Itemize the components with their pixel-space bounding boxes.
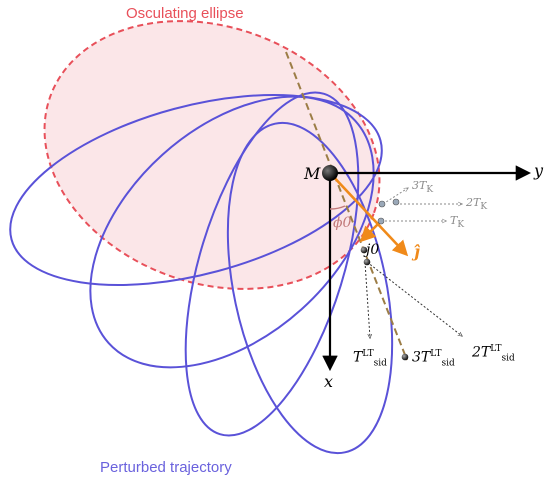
osculating-ellipse-label: Osculating ellipse [126, 5, 244, 22]
tsid3-label: 3TLTsid [412, 350, 455, 368]
kepler-point-3 [378, 200, 386, 208]
tk3-text: 3T [412, 179, 427, 192]
osculating-ellipse [43, 20, 381, 290]
perturbed-trajectory-label: Perturbed trajectory [100, 459, 232, 476]
trajectory-loop-1 [9, 93, 383, 287]
tsid2-label: 2TLTsid [472, 345, 515, 363]
tk2-label: 2TK [466, 197, 487, 212]
tsid2-text: 2T [472, 344, 491, 361]
j-hat-vector [329, 172, 409, 257]
tsid1-label: TLTsid [353, 350, 387, 368]
sidereal-point-3 [401, 353, 409, 361]
tk3-label: 3TK [412, 180, 433, 195]
central-mass [322, 165, 338, 181]
apsidal-line [285, 51, 408, 361]
tk3-pointer [382, 188, 408, 205]
tsid1-pointer [364, 261, 370, 338]
y-axis-label: y [534, 161, 544, 180]
tsid1-text: T [353, 349, 363, 366]
trajectory-loop-3 [184, 91, 360, 437]
tsid1-sub: sid [373, 358, 387, 369]
tsid1-sup: LT [362, 349, 374, 359]
tsid2-pointer [366, 261, 462, 336]
tsid2-sup: LT [490, 344, 502, 354]
mass-label: M [304, 164, 321, 183]
tsid3-sup: LT [430, 349, 442, 359]
kepler-point-1 [377, 217, 385, 225]
tk3-sub: K [426, 185, 434, 196]
tsid2-sub: sid [501, 353, 515, 364]
tsid3-sub: sid [441, 358, 455, 369]
sidereal-point-1 [363, 258, 371, 266]
tk1-label: TK [450, 215, 464, 230]
tk1-sub: K [457, 220, 465, 231]
tk1-text: T [450, 214, 458, 227]
phi0-label: ϕ0 [333, 215, 352, 231]
x-axis-label: x [324, 372, 334, 391]
tk2-text: 2T [466, 196, 481, 209]
start-point [360, 246, 368, 254]
trajectory-loop-2 [89, 95, 375, 369]
phi0-arc [329, 205, 346, 210]
tk2-sub: K [480, 202, 488, 213]
j-hat-label: ĵ [414, 242, 420, 261]
kepler-point-2 [392, 198, 400, 206]
tsid3-text: 3T [412, 349, 431, 366]
trajectory-loop-4 [226, 121, 394, 455]
j0-label: j0 [366, 242, 380, 258]
